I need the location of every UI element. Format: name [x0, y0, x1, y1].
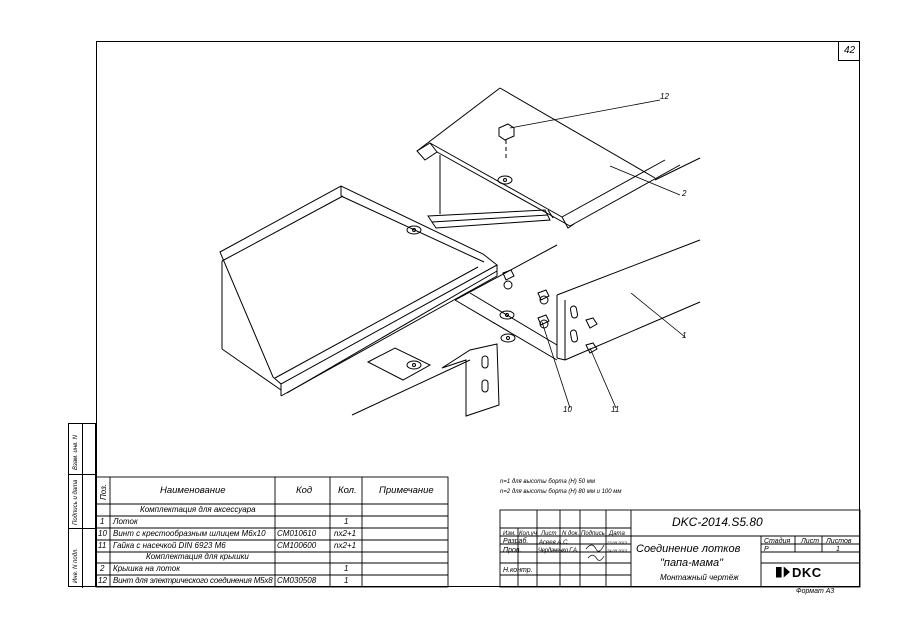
- cover-plate: [219, 185, 498, 397]
- row-name: Гайка с насечкой DIN 6923 M6: [113, 541, 226, 550]
- tb-role-checker: Пров.: [503, 547, 522, 554]
- row-name: Винт с крестообразным шлицем М6х10: [113, 529, 266, 538]
- tb-stage-label: Стадия: [764, 538, 791, 545]
- col-header-name: Наименование: [160, 485, 226, 496]
- callout-2: 2: [682, 189, 687, 198]
- tb-col-ndoc: N док.: [562, 531, 580, 537]
- tb-col-izm: Изм.: [503, 531, 516, 537]
- col-header-pos: Поз.: [99, 483, 108, 500]
- row-code: CM100600: [277, 541, 317, 550]
- doc-code: DKC-2014.S5.80: [672, 515, 763, 529]
- row-qty: nx2+1: [334, 529, 357, 538]
- note-line-2: n=2 для высоты борта (H) 80 мм и 100 мм: [500, 489, 622, 495]
- note-line-1: n=1 для высоты борта (H) 50 мм: [500, 479, 595, 485]
- drawing-title-line2: "папа-мама": [660, 557, 724, 569]
- signature-2: [587, 554, 605, 561]
- dkc-logo-icon: [776, 566, 790, 578]
- tb-col-list: Лист: [541, 531, 557, 537]
- dkc-logo-text: DKC: [792, 564, 822, 580]
- tb-person-checker: Чердаченко Г.А.: [538, 548, 579, 554]
- table-row: Комплектация для крышки: [146, 552, 249, 561]
- drawing-frame: [96, 41, 860, 587]
- tb-date-1: 23.09.2013: [607, 540, 628, 545]
- row-pos: 1: [100, 517, 105, 526]
- tb-date-2: 24.09.2013: [607, 548, 628, 553]
- row-pos: 12: [98, 576, 107, 585]
- upper-tray: [416, 87, 701, 229]
- title-block-lines: [499, 509, 861, 588]
- side-stamp: [68, 423, 97, 588]
- row-name: Лоток: [113, 517, 138, 526]
- drawing-subtitle: Монтажный чертёж: [660, 573, 739, 582]
- row-name: Винт для электрического соединения М5х8: [113, 576, 273, 585]
- col-header-code: Код: [296, 485, 313, 496]
- tb-role-ncontrol: Н.контр.: [503, 567, 533, 574]
- tb-col-kol: Кол.уч: [519, 531, 537, 537]
- row-pos: 2: [100, 564, 105, 573]
- signature-1: [585, 544, 605, 552]
- tb-stage-value: Р: [764, 546, 769, 553]
- row-pos: 10: [98, 529, 107, 538]
- tb-sheets-label: Листов: [826, 538, 852, 545]
- row-qty: 1: [344, 564, 349, 573]
- callout-11: 11: [611, 405, 620, 414]
- tb-role-developer: Разраб.: [503, 538, 529, 545]
- drawing-title: Соединение лотков: [636, 543, 741, 555]
- tb-sheet-label: Лист: [801, 538, 820, 545]
- tb-sheets-value: 1: [836, 546, 840, 553]
- tb-person-developer: Асеев А.С.: [539, 540, 570, 546]
- tb-col-date: Дата: [609, 531, 625, 537]
- callout-1: 1: [682, 331, 687, 340]
- callout-10: 10: [563, 405, 572, 414]
- sheet-number: 42: [838, 41, 860, 61]
- spec-table-lines: [95, 476, 449, 588]
- table-row: Комплектация для аксессуара: [140, 505, 256, 514]
- row-pos: 11: [98, 541, 107, 550]
- dkc-logo: DKC: [776, 564, 822, 580]
- tb-col-sign: Подпись: [581, 531, 605, 537]
- leaders: [509, 99, 686, 409]
- row-name: Крышка на лоток: [113, 564, 180, 573]
- col-header-note: Примечание: [379, 485, 434, 496]
- paper-format: Формат А3: [796, 588, 835, 595]
- fasteners: [406, 123, 598, 370]
- lower-tray: [351, 239, 701, 417]
- callout-12: 12: [660, 92, 669, 101]
- row-qty: 1: [344, 517, 349, 526]
- row-qty: nx2+1: [334, 541, 357, 550]
- row-code: CM010610: [277, 529, 317, 538]
- col-header-qty: Кол.: [338, 485, 357, 496]
- row-code: CM030508: [277, 576, 317, 585]
- row-qty: 1: [344, 576, 349, 585]
